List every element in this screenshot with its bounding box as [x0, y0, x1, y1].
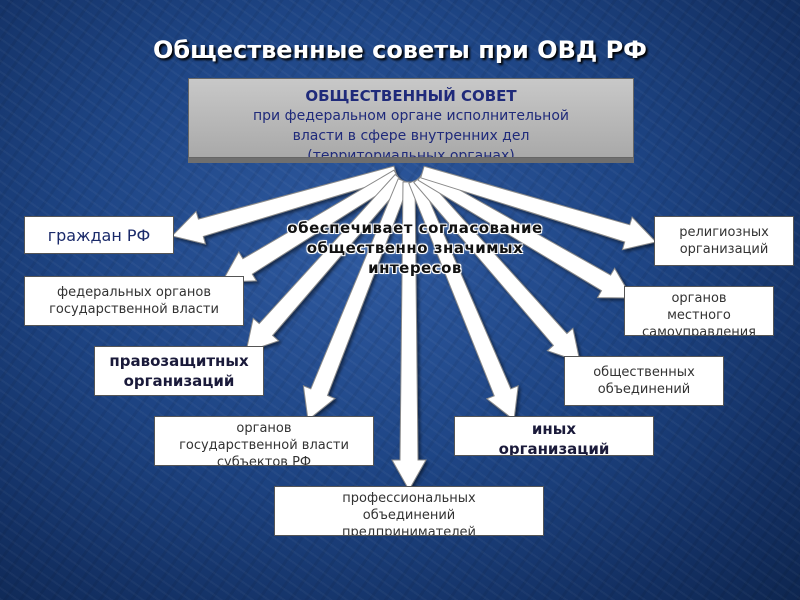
box-other-orgs-line-1: иных: [531, 420, 577, 438]
council-heading: ОБЩЕСТВЕННЫЙ СОВЕТ: [305, 87, 517, 105]
box-federal-bodies-line-1: федеральных органов: [56, 285, 211, 300]
box-regional-bodies-line-3: субъектов РФ: [216, 455, 312, 466]
council-line-3: (территориальных органах): [307, 148, 515, 158]
box-professional-line-3: предпринимателей: [342, 525, 476, 536]
box-other-orgs: иных организаций: [454, 416, 654, 456]
box-local-government-line-3: самоуправления: [641, 325, 757, 336]
arrow-to-professional: [391, 181, 427, 492]
box-local-government: органов местного самоуправления: [624, 286, 774, 336]
public-council-box: ОБЩЕСТВЕННЫЙ СОВЕТ при федеральном орган…: [188, 78, 634, 158]
box-regional-bodies-line-2: государственной власти: [179, 438, 349, 453]
box-public-associations: общественных объединений: [564, 356, 724, 406]
box-public-associations-line-2: объединений: [597, 382, 691, 397]
box-other-orgs-line-2: организаций: [498, 440, 610, 456]
box-regional-bodies-line-1: органов: [236, 421, 292, 436]
arrow-to-public-associations: [413, 173, 581, 363]
box-religious-line-2: организаций: [679, 242, 769, 257]
council-line-1: при федеральном органе исполнительной: [253, 108, 569, 124]
box-public-associations-line-1: общественных: [593, 365, 695, 380]
box-human-rights-line-1: правозащитных: [109, 352, 249, 370]
box-religious-line-1: религиозных: [679, 225, 769, 240]
council-line-2: власти в сфере внутренних дел: [292, 128, 530, 144]
box-federal-bodies: федеральных органов государственной влас…: [24, 276, 244, 326]
box-professional-line-1: профессиональных: [342, 491, 476, 506]
mission-line-2: общественно значимых: [306, 239, 524, 257]
box-regional-bodies: органов государственной власти субъектов…: [154, 416, 374, 466]
box-professional-line-2: объединений: [362, 508, 456, 523]
box-local-government-line-2: местного: [667, 308, 731, 323]
box-human-rights: правозащитных организаций: [94, 346, 264, 396]
box-human-rights-line-2: организаций: [123, 372, 235, 390]
mission-line-1: обеспечивает согласование: [287, 219, 543, 237]
box-religious: религиозных организаций: [654, 216, 794, 266]
box-citizens: граждан РФ: [24, 216, 174, 254]
arrow-to-other-orgs: [408, 177, 519, 421]
mission-text: обеспечивает согласование общественно зн…: [240, 218, 590, 278]
arrow-to-religious: [420, 165, 657, 251]
box-professional: профессиональных объединений предпринима…: [274, 486, 544, 536]
mission-line-3: интересов: [368, 259, 462, 277]
box-federal-bodies-line-2: государственной власти: [49, 302, 219, 317]
box-local-government-line-1: органов: [671, 291, 727, 306]
box-citizens-label: граждан РФ: [47, 225, 151, 245]
page-title: Общественные советы при ОВД РФ: [153, 36, 647, 64]
arrow-to-regional-bodies: [302, 178, 411, 421]
